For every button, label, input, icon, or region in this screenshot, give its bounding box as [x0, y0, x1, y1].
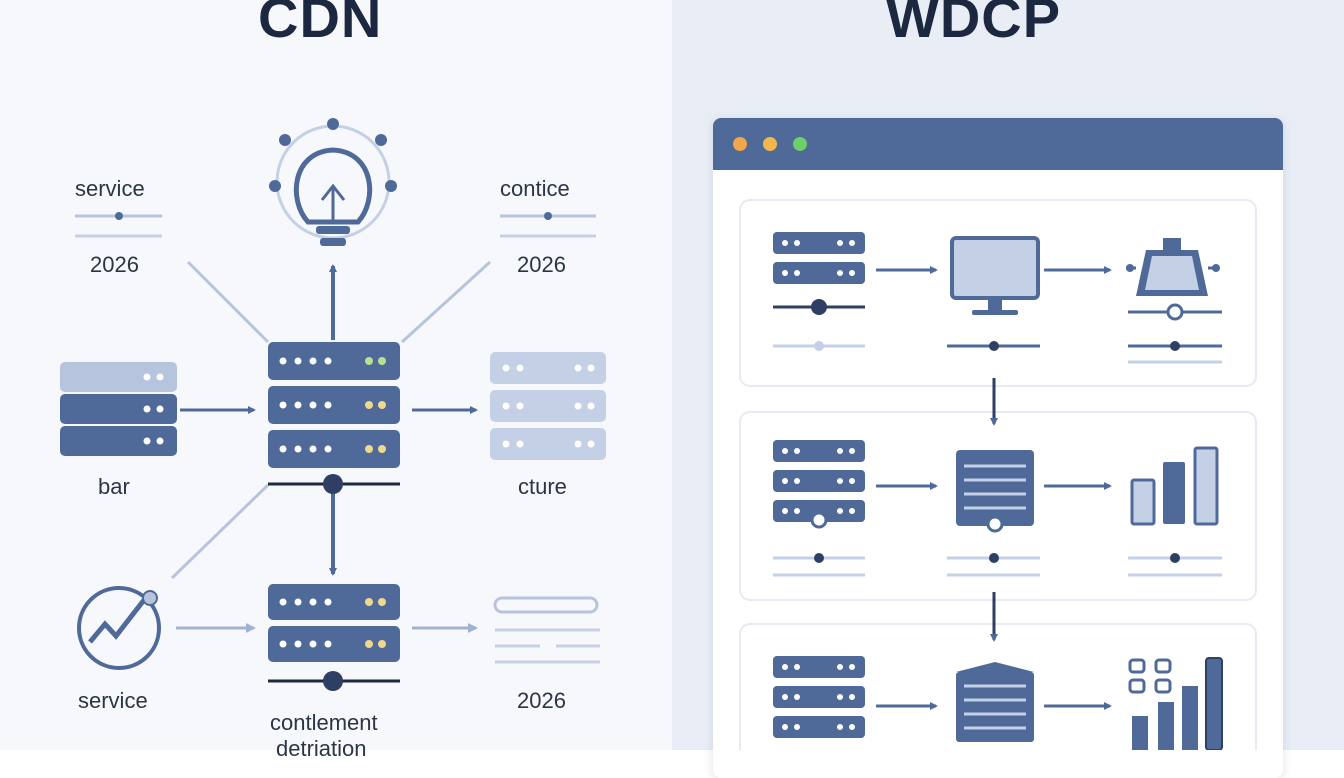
browser-title-bar	[713, 118, 1283, 170]
bottom-center-label-1: contlement	[270, 710, 378, 735]
top-right-title: contice	[500, 176, 570, 201]
left-server-stack	[60, 362, 177, 456]
hub-device-icon	[1126, 238, 1222, 364]
row1-server	[773, 232, 865, 351]
window-maximize-dot[interactable]	[793, 137, 807, 151]
window-minimize-dot[interactable]	[763, 137, 777, 151]
diagonal-connectors	[170, 260, 492, 580]
top-left-divider	[75, 212, 162, 238]
top-left-title: service	[75, 176, 145, 201]
row2-server	[773, 440, 865, 577]
bottom-center-label-2: detriation	[276, 736, 367, 761]
center-server-stack	[268, 342, 400, 494]
bottom-server-stack	[268, 584, 400, 691]
mid-right-label: cture	[518, 474, 567, 499]
bottom-right-text-lines	[493, 596, 600, 664]
trend-chart-icon	[77, 586, 161, 670]
row2-rack-icon	[947, 450, 1040, 577]
wdcp-title: WDCP	[886, 0, 1062, 49]
monitor-icon	[947, 236, 1040, 351]
row3-server	[773, 656, 865, 738]
bottom-left-label: service	[78, 688, 148, 713]
mid-left-label: bar	[98, 474, 130, 499]
bottom-right-year: 2026	[517, 688, 566, 713]
row-cards	[739, 199, 1257, 750]
row3-bar-chart-icon	[1128, 657, 1223, 750]
bar-chart-icon	[1128, 446, 1222, 577]
row3-rack-icon	[956, 662, 1034, 742]
cdn-title: CDN	[258, 0, 383, 49]
diagram-canvas	[60, 118, 1257, 750]
lightbulb-icon	[269, 118, 397, 246]
right-server-stack	[490, 352, 606, 460]
top-left-year: 2026	[90, 252, 139, 277]
top-right-year: 2026	[517, 252, 566, 277]
window-close-dot[interactable]	[733, 137, 747, 151]
top-right-divider	[500, 212, 596, 238]
